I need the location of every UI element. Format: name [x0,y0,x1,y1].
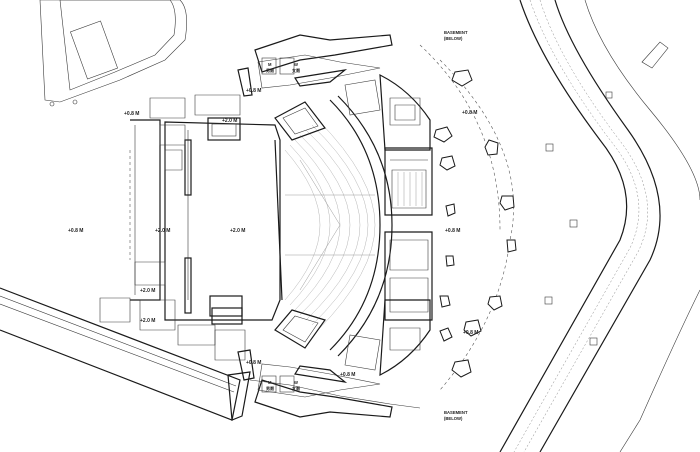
basement-label-top-2: (BELOW) [444,36,463,41]
level-label-right-mid: +0.8 M [445,228,460,234]
perimeter-columns [433,69,517,378]
wc-women-top: W [294,62,298,67]
walkway-bottom-left [0,287,421,421]
site-lot-top-left [39,0,187,107]
level-label-right-top: +0.8 M [462,110,477,116]
bottom-wing [254,363,393,418]
level-label-left-hall: +0.8 M [68,228,83,234]
wc-women-top-cjk: 女厕 [292,67,300,73]
top-wing [254,34,393,89]
level-label-aisle: +2.0 M [155,228,170,234]
wc-women-bottom: W [294,380,298,385]
labels: BASEMENT (BELOW) BASEMENT (BELOW) +0.8 M… [68,30,478,421]
basement-label-bottom-2: (BELOW) [444,416,463,421]
basement-label-bottom-1: BASEMENT [444,410,468,415]
level-label-entry-bottom: +0.8 M [246,360,261,366]
level-label-entry-top: +0.8 M [246,88,261,94]
road-right [499,0,700,452]
outer-dashed-arc [419,44,514,391]
wc-men-bottom-cjk: 男厕 [266,385,274,391]
building-outline [99,67,281,381]
wc-women-bottom-cjk: 女厕 [292,385,300,391]
level-label-top-bar: +2.0 M [222,118,237,124]
wc-men-top: M [268,62,272,67]
level-label-bottom-right: +0.8 M [340,372,355,378]
right-service-block [344,73,433,377]
wc-men-top-cjk: 男厕 [266,67,274,73]
level-label-lower-left: +2.0 M [140,288,155,294]
level-label-lower-rooms: +2.0 M [140,318,155,324]
level-label-main-hall: +2.0 M [230,228,245,234]
level-label-left-top: +0.8 M [124,111,139,117]
wc-men-bottom: M [268,380,272,385]
basement-label-top-1: BASEMENT [444,30,468,35]
auditorium [274,95,393,357]
level-label-right-bottom: +0.8 M [463,330,478,336]
